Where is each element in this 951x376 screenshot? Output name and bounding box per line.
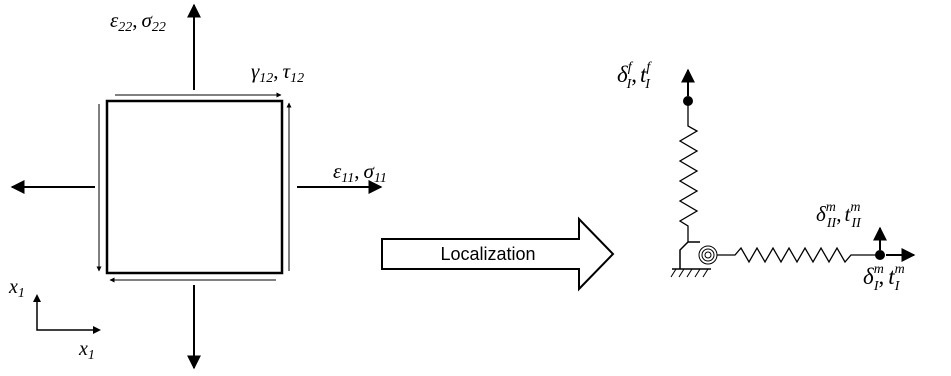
localization-arrow — [381, 216, 615, 292]
fiber-node — [683, 96, 693, 106]
matrix-node — [875, 250, 885, 260]
matrix-spring — [717, 246, 878, 264]
rotational-spring — [698, 245, 718, 265]
ground-hatch — [670, 268, 709, 278]
label-strain-stress-22: ε22,σ22 — [110, 8, 166, 35]
localization-label: Localization — [440, 244, 535, 264]
fiber-spring — [678, 104, 699, 242]
label-axis-horizontal: x1 — [78, 338, 95, 363]
axis-arrowhead-horizontal — [93, 326, 101, 334]
coordinate-axes — [36, 298, 97, 331]
axis-arrowhead-vertical — [33, 294, 41, 302]
label-shear-12: γ12,τ12 — [251, 59, 304, 86]
representative-element — [105, 99, 284, 275]
label-axis-vertical: x1 — [8, 276, 25, 301]
support-bracket — [679, 241, 700, 269]
label-strain-stress-11: ε11,σ11 — [333, 159, 387, 186]
